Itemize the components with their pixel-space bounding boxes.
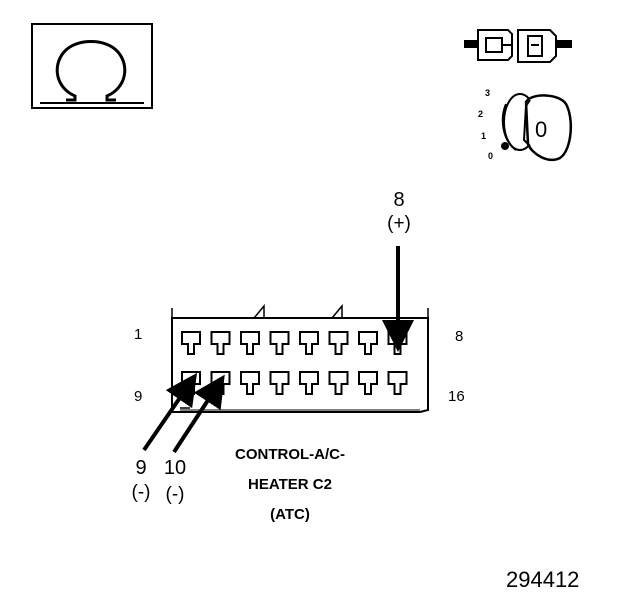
probe-pin-9-polarity: (-) — [131, 482, 151, 503]
cavity-3 — [240, 331, 260, 355]
key-position-1: 1 — [481, 131, 487, 141]
cavity-7 — [358, 331, 378, 355]
probe-arrow-pin-9 — [142, 372, 198, 452]
connector-name-line-3: (ATC) — [270, 506, 310, 523]
cavity-1 — [181, 331, 201, 355]
row-bottom-right-label: 16 — [448, 388, 465, 405]
key-setting-label: 0 — [535, 117, 548, 142]
key-position-3: 3 — [485, 88, 491, 98]
cavity-12 — [269, 371, 290, 395]
connector-name-line-2: HEATER C2 — [248, 476, 332, 493]
probe-pin-8-polarity: (+) — [387, 213, 411, 234]
disconnected-connector-icon — [464, 29, 572, 63]
cavity-5 — [299, 331, 319, 355]
row-bottom-left-label: 9 — [134, 388, 143, 405]
cavity-13 — [299, 371, 319, 395]
omega-ohm-icon — [31, 23, 153, 109]
cavity-11 — [240, 371, 260, 395]
probe-pin-10-polarity: (-) — [165, 484, 185, 505]
cavity-16 — [387, 371, 408, 395]
row-top-right-label: 8 — [455, 328, 464, 345]
cavity-6 — [328, 331, 349, 355]
probe-pin-9-label: 9 — [135, 457, 147, 479]
figure-number: 294412 — [506, 567, 580, 592]
cavity-4 — [269, 331, 290, 355]
key-position-0: 0 — [488, 151, 494, 161]
row-top-left-label: 1 — [134, 326, 143, 343]
connector-name: CONTROL-A/C- HEATER C2 (ATC) — [200, 440, 380, 530]
cavity-14 — [328, 371, 349, 395]
probe-arrow-pin-10 — [172, 374, 225, 454]
connector-name-line-1: CONTROL-A/C- — [235, 446, 345, 463]
probe-pin-8-label: 8 — [393, 189, 405, 211]
probe-pin-10-label: 10 — [163, 457, 187, 479]
ignition-key-icon — [501, 93, 573, 161]
cavity-2 — [210, 331, 231, 355]
cavity-15 — [358, 371, 378, 395]
key-position-2: 2 — [478, 109, 484, 119]
